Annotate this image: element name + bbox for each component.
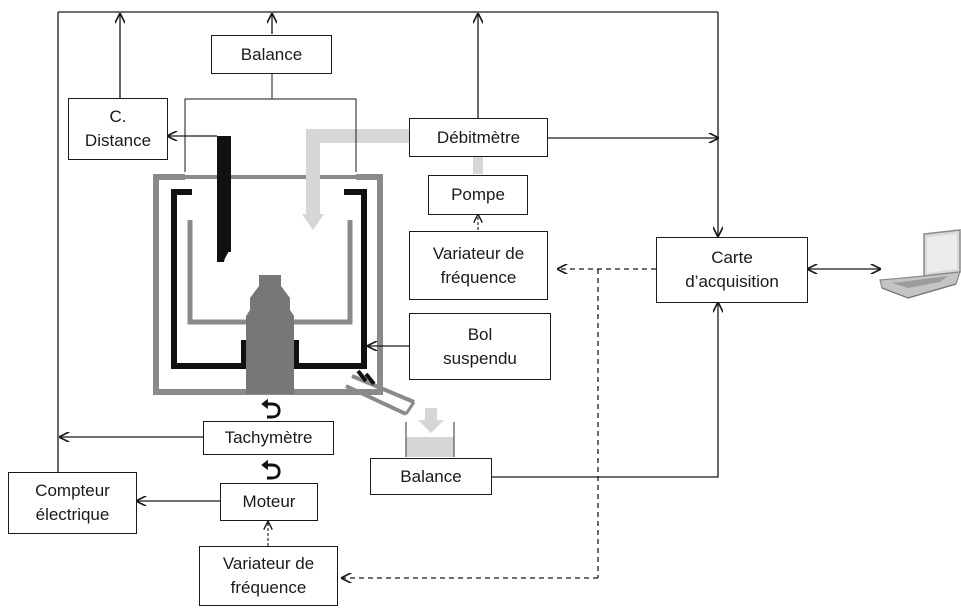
collection-cup: [406, 437, 454, 457]
bowl-right-wall: [293, 189, 367, 369]
electric-meter-line2: électrique: [35, 505, 110, 524]
probe-tip: [217, 249, 230, 262]
frequency-drive-bottom-line2: fréquence: [230, 578, 307, 597]
motor-label: Moteur: [242, 492, 296, 511]
tachometer-box: Tachymètre: [203, 421, 334, 455]
frequency-drive-top-line2: fréquence: [440, 267, 517, 287]
frequency-drive-top-line1: Variateur de: [432, 243, 525, 263]
wire-balance-carte: [492, 303, 718, 478]
drain-pipe-top: [351, 374, 415, 404]
drip-arrow: [418, 408, 444, 433]
balance-top-label: Balance: [240, 44, 303, 64]
bowl-left-wall: [171, 189, 247, 369]
rotation-symbol-1: ⮌: [261, 395, 282, 425]
tachometer-label: Tachymètre: [224, 428, 313, 447]
distance-probe: [217, 136, 231, 262]
frequency-drive-bottom-line1: Variateur de: [222, 554, 315, 573]
frequency-drive-bottom-box: Variateur de fréquence: [199, 546, 338, 606]
drain-pipe-tip: [404, 401, 416, 415]
flowmeter-label: Débitmètre: [436, 127, 521, 147]
motor-box: Moteur: [220, 483, 318, 521]
pump-box: Pompe: [428, 175, 528, 215]
flow-arrow-head: [302, 214, 324, 230]
distance-label-line2: Distance: [84, 131, 152, 150]
suspended-bowl-box: Bol suspendu: [409, 313, 551, 380]
balance-bottom-label: Balance: [400, 466, 462, 486]
suspended-bowl-line2: suspendu: [443, 348, 517, 368]
balance-bottom-box: Balance: [370, 458, 492, 495]
drain-pipe-bottom: [345, 384, 407, 416]
electric-meter-box: Compteur électrique: [8, 472, 137, 534]
valve-mark-1: [356, 369, 368, 383]
flow-pipe: [306, 129, 409, 216]
acquisition-card-line1: Carte: [711, 248, 753, 267]
acquisition-card-line2: d’acquisition: [685, 272, 779, 291]
flowmeter-box: Débitmètre: [409, 118, 548, 157]
frequency-drive-top-box: Variateur de fréquence: [409, 231, 548, 300]
rotor-body: [246, 275, 294, 394]
valve-mark-2: [364, 372, 376, 386]
pump-label: Pompe: [451, 185, 505, 204]
balance-top-box: Balance: [211, 35, 332, 74]
laptop-icon: [879, 229, 961, 299]
suspended-bowl-line1: Bol: [467, 324, 493, 344]
distance-label-line1: C.: [109, 107, 127, 126]
acquisition-card-box: Carte d’acquisition: [656, 237, 808, 303]
rotation-symbol-2: ⮌: [261, 456, 282, 486]
distance-sensor-box: C. Distance: [68, 98, 168, 160]
electric-meter-line1: Compteur: [35, 481, 110, 500]
